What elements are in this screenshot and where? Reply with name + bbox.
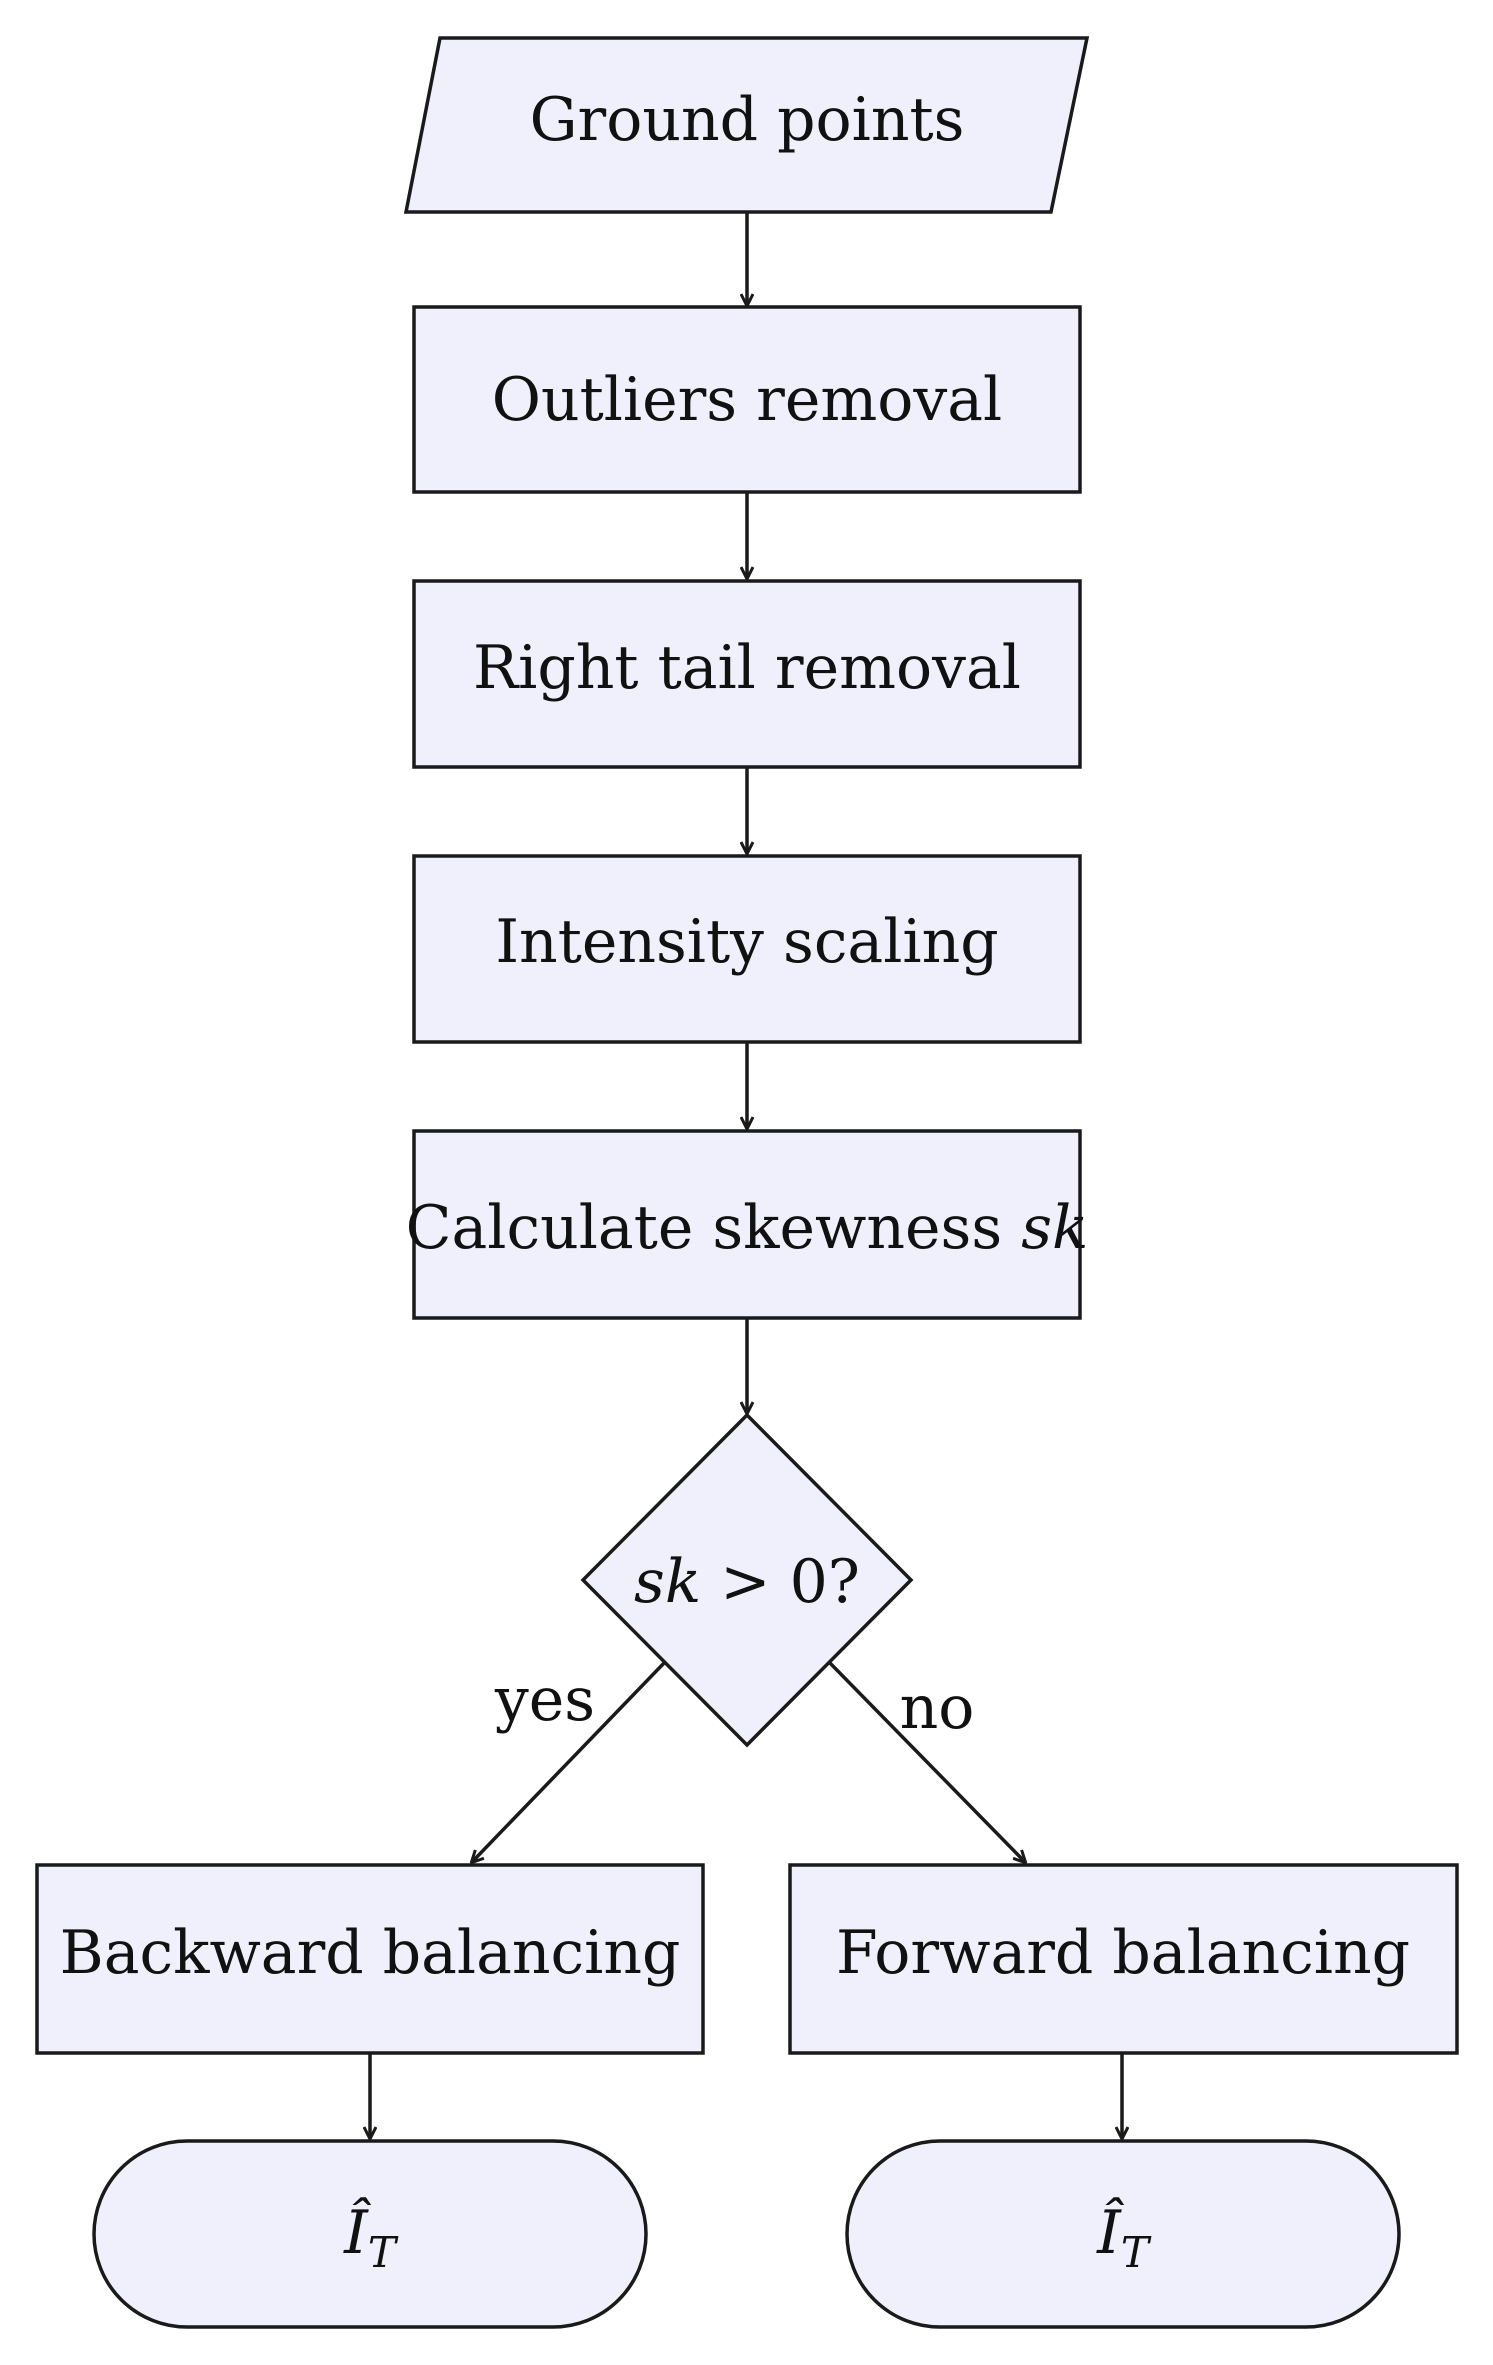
forward-balancing-label: Forward balancing — [836, 1918, 1410, 1988]
backward-balancing-label: Backward balancing — [60, 1918, 681, 1988]
calculate-skewness-text: Calculate skewness — [406, 1193, 1022, 1263]
input-node — [403, 36, 1090, 214]
output-left-node — [92, 2139, 648, 2329]
output-left-subscript: T — [368, 2228, 399, 2277]
decision-label: sk > 0? — [634, 1547, 860, 1617]
calculate-skewness-label: Calculate skewness sk — [406, 1193, 1089, 1263]
output-right-label: ÎT — [1096, 2197, 1152, 2277]
intensity-scaling-label: Intensity scaling — [495, 907, 998, 977]
calculate-skewness-node — [412, 1129, 1082, 1320]
output-right-subscript: T — [1121, 2228, 1152, 2277]
right-tail-removal-label: Right tail removal — [473, 633, 1021, 703]
output-right-node — [845, 2139, 1401, 2329]
decision-node — [580, 1412, 914, 1748]
edge-yes-to-backward — [472, 1660, 667, 1862]
outliers-removal-label: Outliers removal — [492, 365, 1002, 435]
intensity-scaling-node — [412, 854, 1082, 1044]
output-left-symbol: Î — [343, 2197, 372, 2268]
output-left-label: ÎT — [343, 2197, 399, 2277]
skewness-variable: sk — [1021, 1193, 1088, 1263]
no-label: no — [900, 1673, 975, 1743]
yes-label: yes — [494, 1665, 595, 1735]
input-label: Ground points — [530, 85, 965, 155]
edge-no-to-forward — [827, 1660, 1025, 1862]
right-tail-removal-node — [412, 579, 1082, 769]
decision-variable: sk — [634, 1547, 701, 1617]
outliers-removal-node — [412, 305, 1082, 494]
backward-balancing-node — [35, 1863, 705, 2055]
output-right-symbol: Î — [1096, 2197, 1125, 2268]
forward-balancing-node — [788, 1863, 1459, 2055]
decision-condition: > 0? — [701, 1547, 860, 1617]
